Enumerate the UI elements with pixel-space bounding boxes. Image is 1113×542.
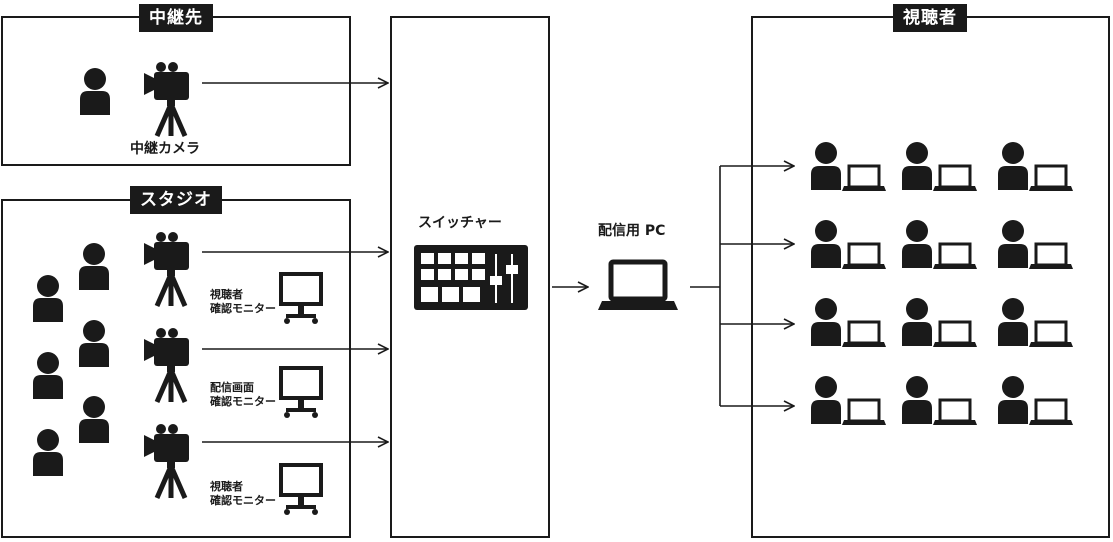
person-icon	[33, 275, 63, 322]
monitor-icon	[279, 463, 323, 517]
monitor-label-1: 視聴者 確認モニター	[210, 288, 276, 316]
monitor-label-3-line1: 視聴者	[210, 480, 243, 493]
monitor-label-3-line2: 確認モニター	[210, 494, 276, 507]
viewer-icon	[809, 374, 888, 427]
viewers-title: 視聴者	[893, 4, 967, 32]
monitor-icon	[279, 272, 323, 326]
person-icon	[79, 396, 109, 443]
pc-label: 配信用 PC	[598, 223, 666, 239]
relay-title: 中継先	[139, 4, 213, 32]
monitor-label-2-line2: 確認モニター	[210, 395, 276, 408]
monitor-label-3: 視聴者 確認モニター	[210, 480, 276, 508]
monitor-label-2: 配信画面 確認モニター	[210, 381, 276, 409]
person-icon	[33, 429, 63, 476]
relay-camera-label: 中継カメラ	[130, 141, 200, 157]
viewer-icon	[900, 296, 979, 349]
viewer-icon	[900, 218, 979, 271]
viewer-icon	[809, 140, 888, 193]
studio-title: スタジオ	[130, 186, 222, 214]
switcher-icon	[414, 245, 528, 310]
person-icon	[33, 352, 63, 399]
monitor-label-2-line1: 配信画面	[210, 381, 254, 394]
viewer-icon	[900, 140, 979, 193]
person-icon	[79, 320, 109, 367]
switcher-label: スイッチャー	[418, 215, 502, 231]
monitor-label-1-line2: 確認モニター	[210, 302, 276, 315]
person-icon	[80, 68, 110, 115]
viewer-icon	[996, 218, 1075, 271]
monitor-icon	[279, 366, 323, 420]
viewers-box	[751, 16, 1110, 538]
laptop-icon	[598, 262, 678, 310]
camera-icon	[144, 232, 189, 306]
person-icon	[79, 243, 109, 290]
camera-icon	[144, 328, 189, 402]
camera-icon	[144, 424, 189, 498]
viewer-icon	[996, 374, 1075, 427]
viewer-icon	[996, 140, 1075, 193]
camera-icon	[144, 62, 189, 136]
viewer-icon	[809, 218, 888, 271]
viewer-icon	[809, 296, 888, 349]
viewer-icon	[900, 374, 979, 427]
viewer-icon	[996, 296, 1075, 349]
monitor-label-1-line1: 視聴者	[210, 288, 243, 301]
